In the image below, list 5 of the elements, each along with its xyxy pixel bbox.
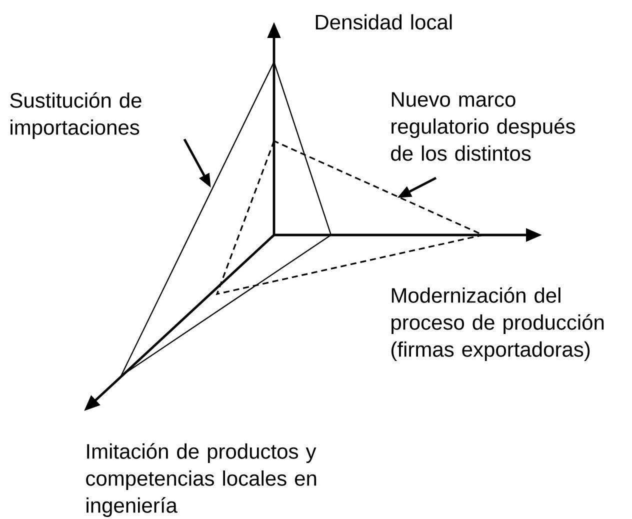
- text-label: Sustitución de importaciones: [10, 92, 142, 139]
- axis-label: Densidad local: [316, 14, 452, 30]
- axis-label: Modernización del proceso de producción (firmas exportadoras): [392, 287, 604, 361]
- axis-label: Imitación de productos y competencias locales en ingeniería: [86, 443, 316, 517]
- text-label: Nuevo marco regulatorio después de los distintos: [391, 92, 576, 161]
